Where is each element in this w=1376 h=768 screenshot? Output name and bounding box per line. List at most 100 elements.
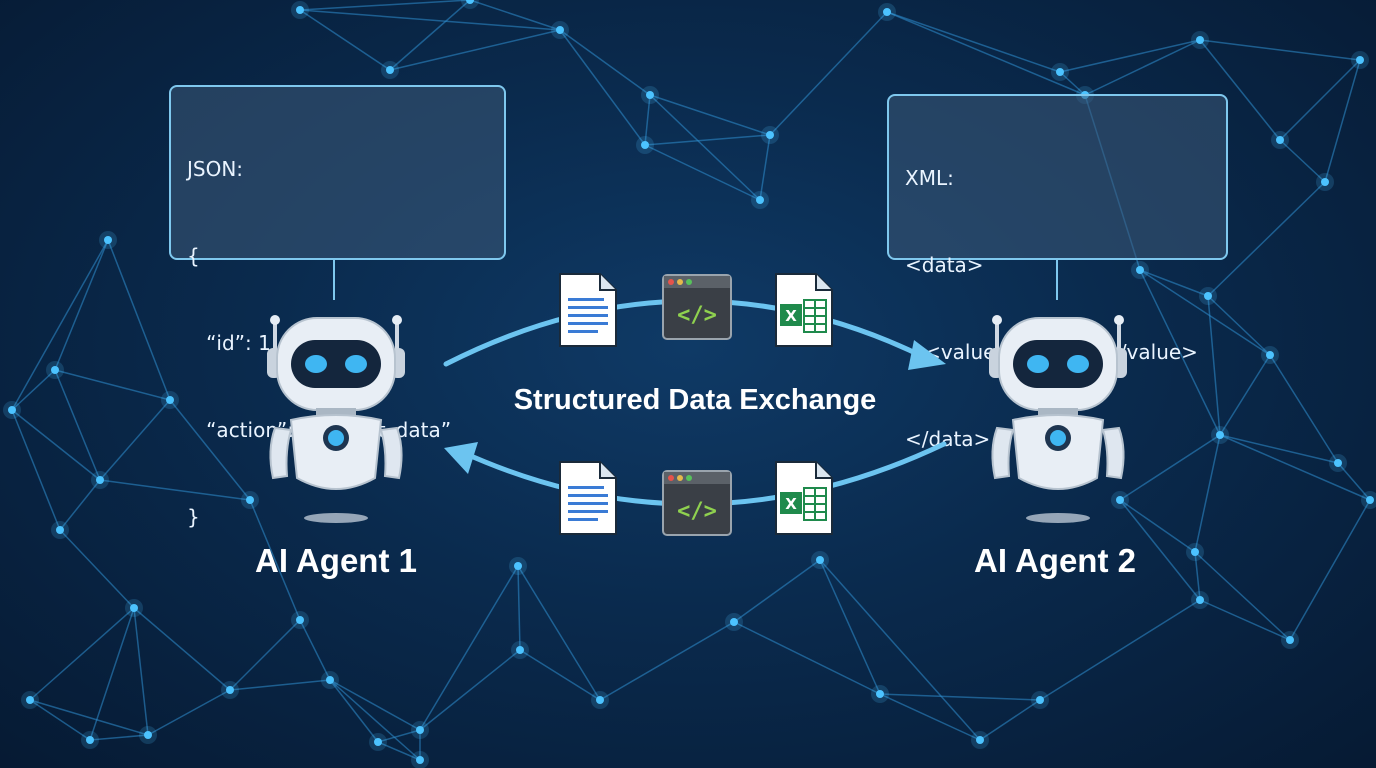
network-node <box>1116 496 1124 504</box>
network-link <box>299 0 471 11</box>
spreadsheet-icon-text: X <box>785 495 797 513</box>
network-node <box>1196 596 1204 604</box>
network-node <box>144 731 152 739</box>
network-link <box>249 499 301 621</box>
network-node <box>386 66 394 74</box>
network-link <box>329 679 421 761</box>
network-link <box>559 29 651 96</box>
network-link <box>1194 551 1201 601</box>
network-link <box>1199 39 1361 61</box>
network-link <box>377 729 421 743</box>
network-link <box>377 741 421 761</box>
network-link <box>329 679 379 743</box>
forward-arrow-head <box>908 340 946 370</box>
network-node <box>296 616 304 624</box>
network-link <box>1207 181 1326 297</box>
network-link <box>1279 139 1326 183</box>
network-link <box>1219 354 1271 436</box>
xml-line: </data> <box>905 427 991 451</box>
network-link <box>419 649 521 731</box>
network-link <box>29 607 135 701</box>
network-node <box>86 736 94 744</box>
network-link <box>769 11 888 136</box>
network-node <box>641 141 649 149</box>
network-link <box>1219 434 1339 464</box>
network-link <box>517 565 601 701</box>
agent-2-label: AI Agent 2 <box>974 542 1136 579</box>
document-icon <box>559 461 617 535</box>
robot-agent-2-icon <box>989 315 1127 523</box>
network-node <box>1136 266 1144 274</box>
network-node <box>51 366 59 374</box>
network-link <box>1119 499 1201 601</box>
network-link <box>1279 59 1361 141</box>
network-link <box>11 409 61 531</box>
network-link <box>29 699 91 741</box>
network-link <box>11 239 109 411</box>
network-node-glow <box>461 0 479 9</box>
network-node <box>1334 459 1342 467</box>
network-link <box>819 559 881 695</box>
network-link <box>389 29 561 71</box>
network-link <box>133 607 231 691</box>
network-link <box>89 734 149 741</box>
network-link <box>649 94 761 201</box>
network-node <box>516 646 524 654</box>
network-node <box>756 196 764 204</box>
network-link <box>389 0 471 71</box>
network-node <box>1321 178 1329 186</box>
network-node <box>976 736 984 744</box>
network-link <box>1119 499 1196 553</box>
network-link <box>879 693 1041 701</box>
xml-line: XML: <box>905 166 954 190</box>
network-node <box>326 676 334 684</box>
network-link <box>879 693 981 741</box>
network-node <box>56 526 64 534</box>
network-link <box>649 94 771 136</box>
network-link <box>733 621 881 695</box>
code-icon-text: </> <box>677 303 717 328</box>
network-link <box>1199 39 1281 141</box>
network-node <box>8 406 16 414</box>
network-link <box>644 134 771 146</box>
network-node <box>730 618 738 626</box>
network-link <box>133 607 149 736</box>
json-line: { <box>187 244 200 268</box>
document-icon <box>559 273 617 347</box>
network-link <box>1039 599 1201 701</box>
network-link <box>1324 59 1361 183</box>
network-link <box>1119 434 1221 501</box>
network-link <box>1207 295 1221 436</box>
network-node <box>104 236 112 244</box>
network-node <box>646 91 654 99</box>
exchange-label: Structured Data Exchange <box>513 384 877 416</box>
network-link <box>169 399 251 501</box>
network-link <box>11 369 56 411</box>
network-link <box>1139 269 1271 356</box>
network-link <box>644 144 761 201</box>
network-link <box>886 11 1061 73</box>
json-connector-line <box>333 260 335 300</box>
network-node <box>883 8 891 16</box>
network-node <box>296 6 304 14</box>
network-node <box>876 690 884 698</box>
network-link <box>99 479 251 501</box>
network-link <box>1194 434 1221 553</box>
network-node <box>1286 636 1294 644</box>
network-link <box>1059 39 1201 73</box>
network-node <box>1266 351 1274 359</box>
network-link <box>11 409 101 481</box>
network-link <box>733 559 821 623</box>
robot-agent-1-icon <box>267 315 405 523</box>
network-node <box>374 738 382 746</box>
network-link <box>759 134 771 201</box>
network-link <box>559 29 646 146</box>
code-window-icon: </> <box>662 470 732 536</box>
json-line: JSON: <box>187 157 244 181</box>
spreadsheet-icon: X <box>775 273 833 347</box>
network-link <box>147 689 231 736</box>
network-link <box>1139 269 1209 297</box>
network-node <box>246 496 254 504</box>
network-link <box>1084 39 1201 96</box>
